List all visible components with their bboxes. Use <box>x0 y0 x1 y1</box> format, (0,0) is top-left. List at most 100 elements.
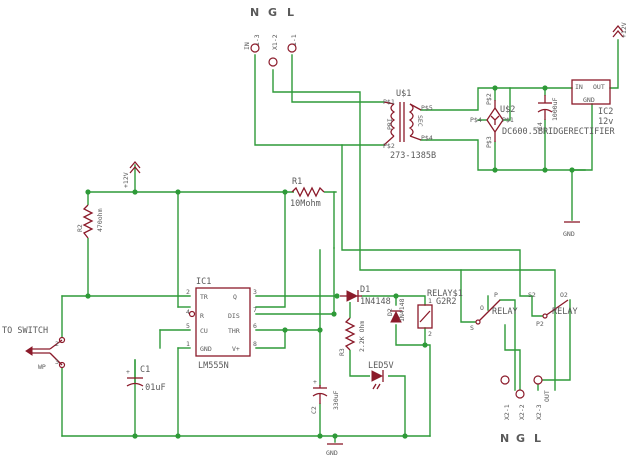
ic2-out: OUT <box>593 83 605 91</box>
supply-top: +12V <box>612 22 628 38</box>
rectifier-pin-p4: P$4 <box>470 116 482 124</box>
relay-switch-2: S2 O2 P2 RELAY <box>528 291 578 328</box>
output-terminal-g <box>515 389 525 399</box>
c1-polarity: + <box>126 368 130 376</box>
input-letter-g: G <box>268 6 277 19</box>
ic1-name: IC1 <box>196 277 211 287</box>
output-terminal-l <box>533 375 543 385</box>
ic2-value: 12v <box>598 117 613 127</box>
resistor-r2: R2 470ohm <box>76 204 104 239</box>
relay1-s: S <box>470 324 474 332</box>
c1-name: C1 <box>140 365 150 375</box>
relay2-p: P2 <box>536 320 544 328</box>
supply-top-label: +12V <box>620 22 628 38</box>
ic1-num-8: 8 <box>253 340 257 348</box>
output-letter-g: G <box>516 432 525 445</box>
relay-coil-pin1: 1 <box>428 297 432 305</box>
c2-name: C2 <box>310 406 318 414</box>
ic1-reset-bubble <box>188 310 196 318</box>
transformer-name: U$1 <box>396 89 411 99</box>
rectifier-pin-p3: P$3 <box>485 136 493 148</box>
ic1-pin-tr: TR <box>200 293 208 301</box>
capacitor-c1: + C1 .01uF <box>126 365 166 393</box>
ic1-part: LM555N <box>198 361 229 371</box>
relay-coil: RELAY$1 G2R2 1 2 <box>417 289 463 338</box>
ic1-num-2: 2 <box>186 288 190 296</box>
output-suffix: OUT <box>543 390 551 402</box>
led-name: LED5V <box>368 361 394 371</box>
output-letter-l: L <box>534 432 541 445</box>
input-terminal-l <box>287 43 297 53</box>
resistor-r1: R1 10Mohm <box>290 177 325 209</box>
d2-name: D2 <box>386 308 394 316</box>
switch-label: TO SWITCH <box>2 326 48 336</box>
relay1-p: P <box>494 291 498 299</box>
r2-name: R2 <box>76 224 84 232</box>
input-terminal-g <box>268 57 278 67</box>
bridge-rectifier: U$2 P$1 P$2 P$3 P$4 DC600.5BRIDGERECTIFI… <box>470 93 615 148</box>
relay1-o: O <box>480 304 484 312</box>
output-letter-n: N <box>500 432 509 445</box>
input-pin-x1-3: X1-3 <box>253 34 261 50</box>
output-pin-x2-1: X2-1 <box>503 404 511 420</box>
supply-left: +12V <box>122 160 141 188</box>
c2-value: 330uF <box>332 390 340 410</box>
ic2-name: IC2 <box>598 107 613 117</box>
r1-value: 10Mohm <box>290 199 321 209</box>
relay1-pivot <box>475 319 481 325</box>
relay-switch-1: P O S RELAY <box>470 291 518 332</box>
transformer-pin-p4: P$4 <box>421 134 433 142</box>
rectifier-name: U$2 <box>500 105 515 115</box>
relay-coil-sub: G2R2 <box>436 297 456 307</box>
diode-d2: D2 1N4148 <box>386 298 406 324</box>
ic1-pin-thr: THR <box>228 327 240 335</box>
input-terminal-n <box>250 43 260 53</box>
transformer: U$1 P$1 P$2 P$5 P$4 PRI SEC 273-1385B <box>383 89 436 161</box>
ic1-pin-q: Q <box>233 293 237 301</box>
relay2-o: O2 <box>560 291 568 299</box>
gnd-bottom-label: GND <box>326 449 338 457</box>
c1-value: .01uF <box>140 383 166 393</box>
relay1-name: RELAY <box>492 307 518 317</box>
rectifier-pin-p2: P$2 <box>485 93 493 105</box>
d1-value: 1N4148 <box>360 297 391 307</box>
ground-bottom: GND <box>326 443 343 457</box>
r2-value: 470ohm <box>96 208 104 232</box>
relay-coil-name: RELAY$1 <box>427 289 463 299</box>
ic1-pin-dis: DIS <box>228 312 240 320</box>
transformer-pin-p5: P$5 <box>421 104 433 112</box>
output-terminal-n <box>500 375 510 385</box>
input-prefix: IN <box>243 42 251 50</box>
ic1-num-3: 3 <box>253 288 257 296</box>
ic1-pin-vplus: V+ <box>232 345 240 353</box>
ic1-pin-cu: CU <box>200 327 208 335</box>
ic1-num-7: 7 <box>253 306 257 314</box>
gnd-right-label: GND <box>563 230 575 238</box>
input-connector: N G L IN X1-3 X1-2 X1-1 <box>243 6 298 67</box>
transformer-pin-p1: P$1 <box>383 98 395 106</box>
capacitor-c4: C4 1000uF <box>536 95 559 130</box>
input-letter-n: N <box>250 6 259 19</box>
rectifier-pin-p1: P$1 <box>502 116 514 124</box>
c2-polarity: + <box>313 378 317 386</box>
ic1-num-6: 6 <box>253 322 257 330</box>
d2-value: 1N4148 <box>398 298 406 322</box>
transformer-sec: SEC <box>416 115 424 127</box>
input-pin-x1-2: X1-2 <box>271 34 279 50</box>
timer-ic1: IC1 LM555N TR R CU GND Q DIS THR V+ 2 4 … <box>186 277 257 371</box>
ic1-num-5: 5 <box>186 322 190 330</box>
diode-d1: D1 1N4148 <box>340 285 391 307</box>
r3-value: 2.2K Ohm <box>358 321 366 352</box>
led: LED5V <box>368 361 394 390</box>
input-letter-l: L <box>287 6 294 19</box>
relay-coil-pin2: 2 <box>428 330 432 338</box>
ic1-num-4: 4 <box>186 308 190 316</box>
c4-name: C4 <box>536 122 544 130</box>
rectifier-part: DC600.5BRIDGERECTIFIER <box>502 127 615 137</box>
switch-connector: TO SWITCH 2 3 WP <box>2 326 66 371</box>
ground-right: GND <box>563 221 580 238</box>
ic2-in: IN <box>575 83 583 91</box>
r1-name: R1 <box>292 177 302 187</box>
d1-name: D1 <box>360 285 370 295</box>
